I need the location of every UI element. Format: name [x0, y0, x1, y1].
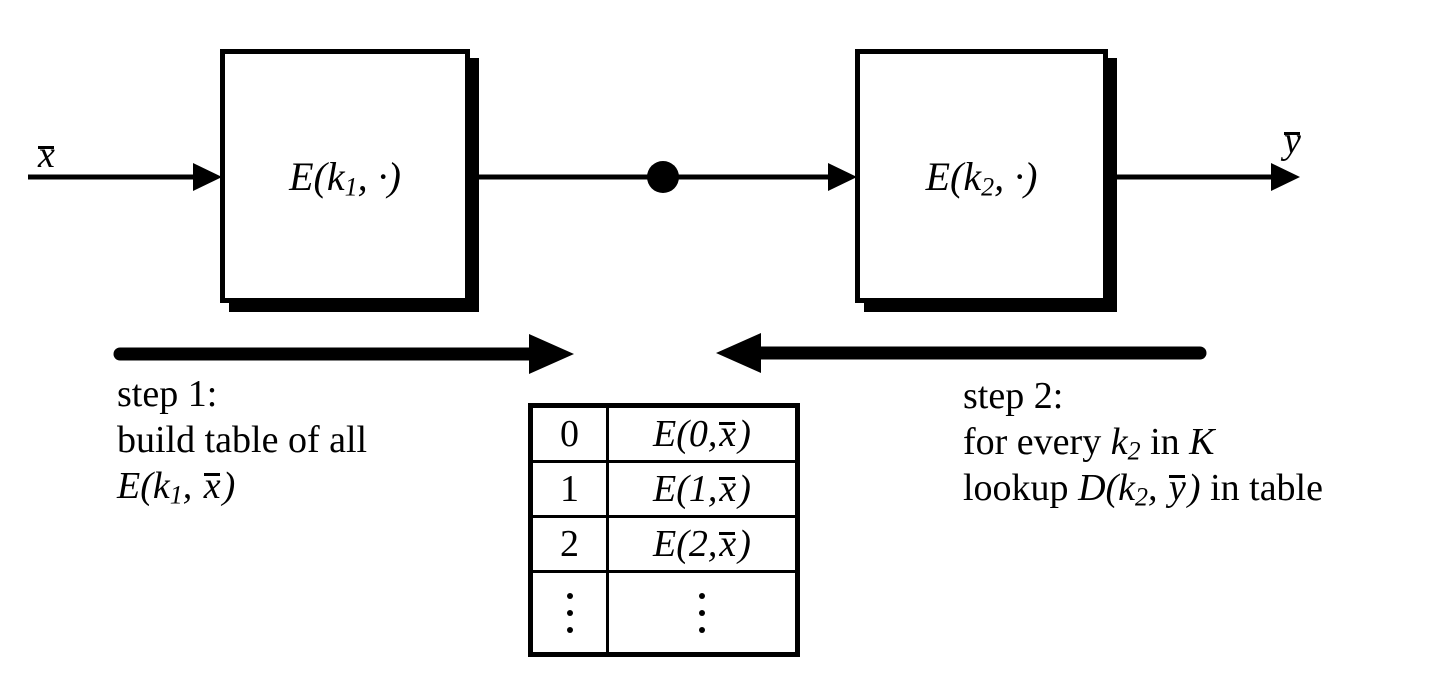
step2-description-line2: lookup D(k2, y) in table	[963, 467, 1323, 512]
keyspace-symbol: K	[1189, 421, 1215, 463]
output-arrowhead-icon	[1271, 163, 1300, 191]
encryption-box-1-label: E(k1, ·)	[289, 153, 401, 202]
table-value-0: E(0, x)	[609, 408, 795, 463]
step1-annotation: step 1: build table of all E(k1, x)	[117, 371, 367, 509]
step2-annotation: step 2: for every k2 in K lookup D(k2, y…	[963, 373, 1323, 511]
encryption-box-2: E(k2, ·)	[855, 49, 1108, 303]
step2-arrowhead-icon	[716, 333, 761, 373]
encryption-box-2-label: E(k2, ·)	[925, 153, 1038, 202]
vertical-ellipsis-icon	[566, 592, 573, 633]
table-value-2: E(2, x)	[609, 518, 795, 573]
table-key-1: 1	[533, 463, 609, 518]
output-label: y	[1282, 122, 1303, 160]
encryption-box-1: E(k1, ·)	[220, 49, 470, 303]
table-value-1: E(1, x)	[609, 463, 795, 518]
y-bar-variable: y	[1283, 120, 1301, 162]
x-bar-variable: x	[37, 134, 55, 176]
step1-heading: step 1:	[117, 373, 218, 415]
vertical-ellipsis-icon	[699, 592, 705, 633]
step1-arrowhead-icon	[529, 334, 574, 374]
input-arrowhead-icon	[193, 163, 222, 191]
step2-heading: step 2:	[963, 375, 1064, 417]
step1-description: build table of all	[117, 419, 368, 461]
table-value-ellipsis	[609, 573, 795, 652]
table-key-2: 2	[533, 518, 609, 573]
junction-dot-icon	[647, 161, 679, 193]
step2-description-line1: for every k2 in K	[963, 421, 1215, 466]
table-key-ellipsis	[533, 573, 609, 652]
step1-formula: E(k1, x)	[117, 465, 236, 510]
lookup-table: 0 E(0, x) 1 E(1, x) 2 E(2, x)	[528, 403, 800, 657]
middle-arrowhead-icon	[828, 163, 857, 191]
input-label: x	[36, 136, 57, 174]
table-key-0: 0	[533, 408, 609, 463]
